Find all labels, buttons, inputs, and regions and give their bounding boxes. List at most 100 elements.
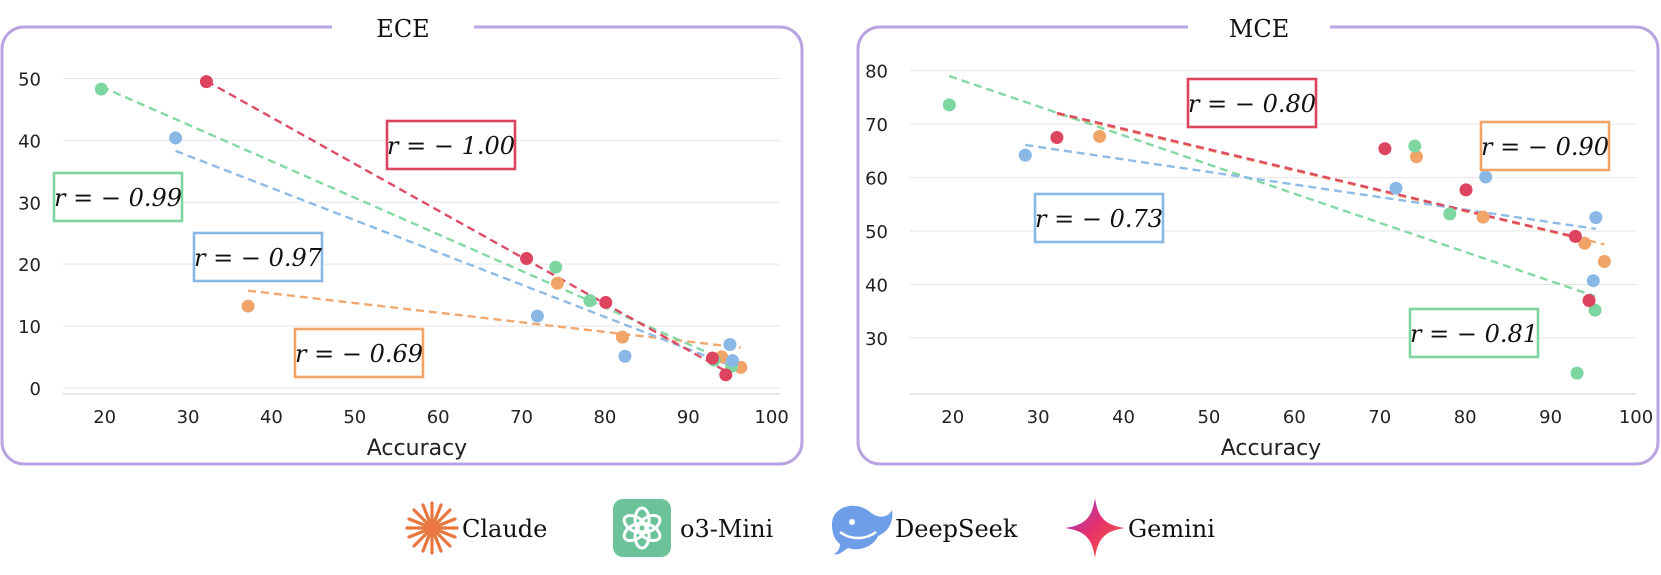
r-box-gemini: r = − 0.80 (1186, 77, 1318, 129)
legend-label-deepseek: DeepSeek (895, 515, 1018, 543)
x-tick-label: 40 (260, 407, 283, 428)
data-point-gemini (1459, 183, 1473, 197)
y-tick-label: 10 (18, 317, 41, 338)
y-tick-label: 80 (865, 62, 888, 83)
deepseek-whale-icon (832, 505, 893, 555)
data-point-gemini (1582, 293, 1596, 307)
ece-chart-title: ECE (376, 15, 429, 43)
r-label: r = − 1.00 (387, 132, 515, 160)
data-point-gemini (599, 295, 613, 309)
data-point-deepseek (1389, 181, 1403, 195)
y-tick-label: 20 (18, 255, 41, 276)
data-point-gemini (199, 75, 213, 89)
mce-x-axis-label: Accuracy (1221, 436, 1321, 461)
r-box-deepseek: r = − 0.97 (192, 231, 324, 283)
data-point-deepseek (725, 354, 739, 368)
data-point-claude (241, 299, 255, 313)
data-point-gemini (1378, 142, 1392, 156)
x-tick-label: 100 (754, 407, 788, 428)
data-point-claude (615, 330, 629, 344)
data-point-o3-mini (942, 98, 956, 112)
fit-line-gemini (205, 79, 727, 373)
legend-label-o3-mini: o3-Mini (680, 515, 774, 543)
mce-chart-title: MCE (1229, 15, 1289, 43)
y-tick-label: 30 (18, 193, 41, 214)
data-point-o3-mini (549, 260, 563, 274)
r-label: r = − 0.99 (54, 184, 182, 212)
x-tick-label: 80 (593, 407, 616, 428)
y-tick-label: 30 (865, 329, 888, 350)
data-point-deepseek (618, 349, 632, 363)
data-point-gemini (719, 368, 733, 382)
r-label: r = − 0.73 (1035, 205, 1163, 233)
data-point-deepseek (1479, 170, 1493, 184)
y-tick-label: 60 (865, 169, 888, 190)
r-box-deepseek: r = − 0.73 (1033, 192, 1165, 244)
data-point-claude (1093, 129, 1107, 143)
ece-x-axis-label: Accuracy (367, 436, 467, 461)
x-tick-label: 20 (941, 407, 964, 428)
fit-line-o3-mini (948, 74, 1596, 298)
data-point-deepseek (1586, 274, 1600, 288)
y-tick-label: 50 (865, 222, 888, 243)
openai-logo-icon (613, 499, 671, 557)
fit-line-claude (247, 289, 741, 349)
data-point-deepseek (1018, 148, 1032, 162)
x-tick-label: 90 (677, 407, 700, 428)
r-label: r = − 0.81 (1410, 320, 1538, 348)
y-tick-label: 40 (865, 275, 888, 296)
data-point-deepseek (723, 338, 737, 352)
data-point-o3-mini (1408, 139, 1422, 153)
x-tick-label: 40 (1112, 407, 1135, 428)
data-point-deepseek (530, 309, 544, 323)
r-label: r = − 0.69 (295, 340, 423, 368)
y-tick-label: 70 (865, 115, 888, 136)
x-tick-label: 100 (1619, 407, 1653, 428)
legend-item-o3-mini: o3-Mini (613, 499, 774, 557)
x-tick-label: 80 (1454, 407, 1477, 428)
data-point-o3-mini (1588, 303, 1602, 317)
data-point-claude (1476, 210, 1490, 224)
legend-label-gemini: Gemini (1128, 515, 1215, 543)
x-tick-label: 70 (1368, 407, 1391, 428)
legend-item-deepseek: DeepSeek (832, 505, 1018, 555)
gemini-star-icon (1065, 498, 1125, 558)
data-point-o3-mini (94, 82, 108, 96)
y-tick-label: 40 (18, 131, 41, 152)
ece-title-backdrop (332, 10, 474, 46)
ece-panel-frame (0, 25, 804, 466)
y-tick-label: 50 (18, 70, 41, 91)
x-tick-label: 20 (93, 407, 116, 428)
fit-line-deepseek (175, 149, 733, 368)
data-point-claude (1578, 236, 1592, 250)
data-point-o3-mini (1443, 207, 1457, 221)
data-point-claude (1409, 150, 1423, 164)
data-point-o3-mini (583, 294, 597, 308)
x-tick-label: 30 (177, 407, 200, 428)
x-tick-label: 70 (510, 407, 533, 428)
r-label: r = − 0.97 (194, 244, 323, 272)
data-point-gemini (520, 252, 534, 266)
data-point-gemini (1050, 130, 1064, 144)
data-point-gemini (1568, 229, 1582, 243)
r-box-claude: r = − 0.90 (1479, 120, 1611, 172)
mce-title-backdrop (1188, 10, 1330, 46)
y-tick-label: 0 (30, 379, 41, 400)
x-tick-label: 30 (1027, 407, 1050, 428)
data-point-deepseek (169, 131, 183, 145)
fit-line-gemini (1056, 111, 1590, 242)
x-tick-label: 90 (1539, 407, 1562, 428)
legend-item-claude: Claude (405, 501, 547, 555)
legend: Claude o3-Mini (405, 498, 1215, 558)
data-point-deepseek (1589, 211, 1603, 225)
data-point-claude (550, 276, 564, 290)
fit-line-deepseek (1025, 143, 1597, 231)
data-point-gemini (705, 351, 719, 365)
x-tick-label: 60 (1283, 407, 1306, 428)
claude-logo-icon (405, 501, 459, 555)
